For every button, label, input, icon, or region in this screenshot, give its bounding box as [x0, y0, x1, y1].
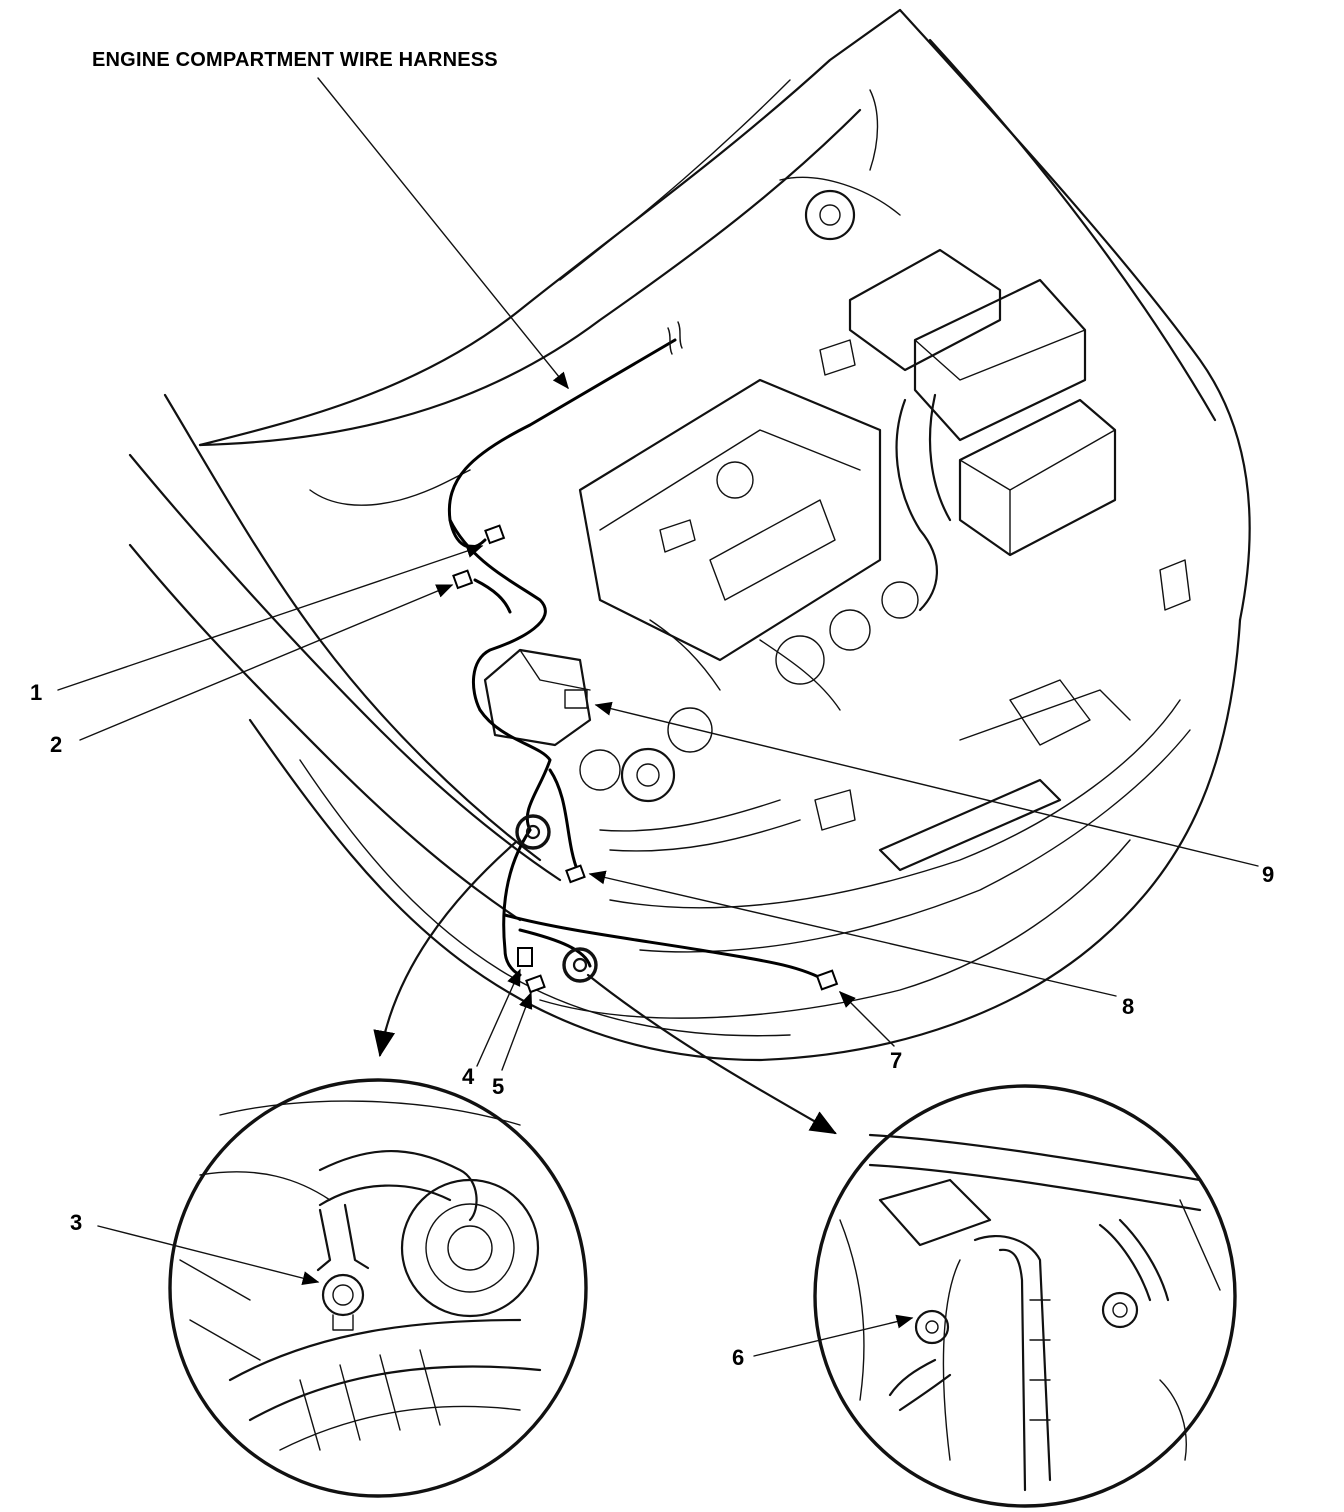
connector-4: [517, 947, 533, 967]
connector-5: [525, 974, 546, 994]
connector-8: [565, 864, 586, 884]
engine-components: [483, 176, 1191, 852]
connectors: [452, 524, 839, 994]
harness-routing: [447, 321, 830, 984]
detail-view-ground-3: [168, 1078, 588, 1498]
ground-point-6: [562, 947, 598, 983]
callout-5: 5: [492, 1074, 504, 1099]
callout-1: 1: [30, 680, 42, 705]
detail-view-ground-6: [813, 1084, 1237, 1508]
connector-1: [484, 524, 506, 545]
leader-lines: [57, 77, 1259, 1357]
callout-6: 6: [732, 1345, 744, 1370]
callout-9: 9: [1262, 862, 1274, 887]
callout-2: 2: [50, 732, 62, 757]
callout-4: 4: [462, 1064, 475, 1089]
vehicle-body-outline: [128, 8, 1251, 1062]
ground-point-3: [515, 814, 551, 850]
diagram-title: ENGINE COMPARTMENT WIRE HARNESS: [92, 49, 498, 71]
callout-3: 3: [70, 1210, 82, 1235]
connector-2: [452, 569, 474, 590]
labels: ENGINE COMPARTMENT WIRE HARNESS 1 2 3 4 …: [30, 49, 1274, 1370]
callout-8: 8: [1122, 994, 1134, 1019]
connector-7: [815, 969, 839, 991]
callout-7: 7: [890, 1048, 902, 1073]
